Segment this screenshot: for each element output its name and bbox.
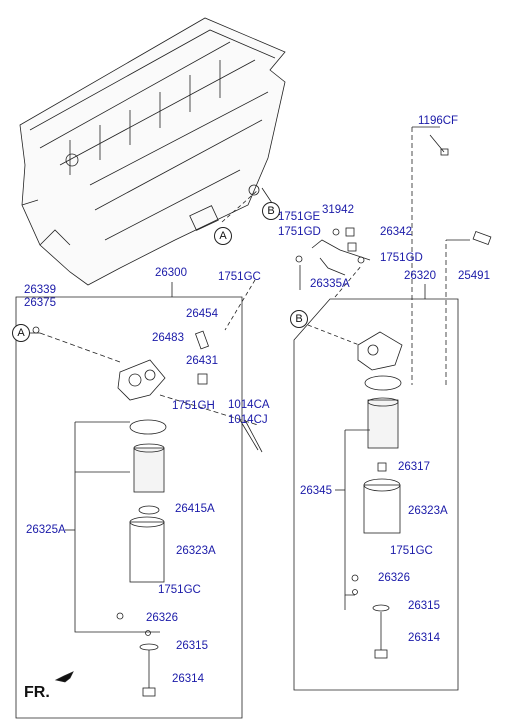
part-label-26375[interactable]: 26375 — [24, 297, 56, 309]
part-label-26326-right[interactable]: 26326 — [378, 572, 410, 584]
part-label-26323A-right[interactable]: 26323A — [408, 505, 448, 517]
part-label-26317[interactable]: 26317 — [398, 461, 430, 473]
assembly-bracket-right — [293, 284, 459, 691]
front-direction-label: FR. — [24, 684, 50, 701]
part-label-26454[interactable]: 26454 — [186, 308, 218, 320]
part-label-1751GC-right[interactable]: 1751GC — [390, 545, 433, 557]
part-label-1014CJ[interactable]: 1014CJ — [228, 414, 268, 426]
assembly-bracket-left — [15, 282, 243, 719]
ref-circle-a-top: A — [214, 227, 232, 245]
ref-circle-b-top: B — [262, 202, 280, 220]
part-label-31942[interactable]: 31942 — [322, 204, 354, 216]
front-arrow-icon — [54, 671, 74, 683]
ref-circle-a-left: A — [12, 324, 30, 342]
part-label-26325A[interactable]: 26325A — [26, 524, 66, 536]
part-label-26320[interactable]: 26320 — [404, 270, 436, 282]
engine-block — [19, 17, 286, 286]
part-label-1751GE[interactable]: 1751GE — [278, 211, 321, 223]
upper-parts — [32, 134, 492, 334]
part-label-26314-left[interactable]: 26314 — [172, 673, 204, 685]
part-label-26323A-left[interactable]: 26323A — [176, 545, 216, 557]
part-label-26314-right[interactable]: 26314 — [408, 632, 440, 644]
ref-circle-b-right: B — [290, 310, 308, 328]
part-label-1751GH[interactable]: 1751GH — [172, 400, 215, 412]
right-filter-group — [335, 331, 403, 659]
part-label-26342[interactable]: 26342 — [380, 226, 412, 238]
part-label-26335A[interactable]: 26335A — [310, 278, 350, 290]
part-label-26300[interactable]: 26300 — [155, 267, 187, 279]
part-label-26431[interactable]: 26431 — [186, 355, 218, 367]
left-filter-group — [65, 330, 263, 697]
part-label-1751GD-a[interactable]: 1751GD — [278, 226, 321, 238]
part-label-1751GC-top[interactable]: 1751GC — [218, 271, 261, 283]
part-label-1014CA[interactable]: 1014CA — [228, 399, 270, 411]
part-label-26315-right[interactable]: 26315 — [408, 600, 440, 612]
part-label-26326-left[interactable]: 26326 — [146, 612, 178, 624]
part-label-1196CF[interactable]: 1196CF — [418, 115, 459, 127]
part-label-1751GD-b[interactable]: 1751GD — [380, 252, 423, 264]
part-label-26415A[interactable]: 26415A — [175, 503, 215, 515]
part-label-26315-left[interactable]: 26315 — [176, 640, 208, 652]
part-label-26345[interactable]: 26345 — [300, 485, 332, 497]
part-label-26339[interactable]: 26339 — [24, 284, 56, 296]
part-label-1751GC-left[interactable]: 1751GC — [158, 584, 201, 596]
part-label-25491[interactable]: 25491 — [458, 270, 490, 282]
part-label-26483[interactable]: 26483 — [152, 332, 184, 344]
